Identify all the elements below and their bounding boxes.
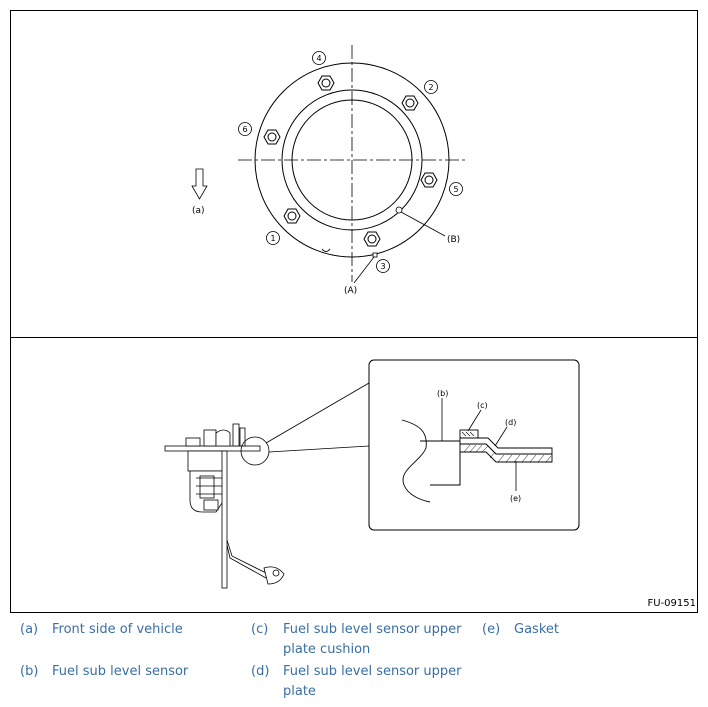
callout-detail-c: (c) <box>477 401 488 410</box>
legend-key: (e) <box>482 622 501 637</box>
svg-text:5: 5 <box>453 185 458 194</box>
legend-key: (a) <box>20 622 39 637</box>
bolt-number-1: 1 <box>266 231 280 245</box>
svg-text:2: 2 <box>428 83 433 92</box>
svg-text:6: 6 <box>242 125 247 134</box>
diagram-figure: 1 2 3 4 5 6 (B) (A) (a) <box>10 10 698 613</box>
legend: (a) Front side of vehicle (b) Fuel sub l… <box>0 618 708 707</box>
sensor-assembly <box>164 423 285 589</box>
mark-a-tab <box>372 252 378 258</box>
leader-b <box>400 211 446 237</box>
svg-text:3: 3 <box>380 262 385 271</box>
svg-text:1: 1 <box>270 234 275 243</box>
callout-detail-d: (d) <box>505 418 516 427</box>
mark-b-hole <box>395 206 403 214</box>
bolt-2 <box>401 95 419 111</box>
legend-text: Fuel sub level sensor upper plate <box>283 664 462 699</box>
detail-circle <box>240 436 270 466</box>
legend-text: Front side of vehicle <box>52 622 183 637</box>
leader-a <box>353 256 375 284</box>
legend-key: (d) <box>251 664 270 679</box>
legend-key: (b) <box>20 664 39 679</box>
detail-leader-top <box>265 382 370 444</box>
bolt-number-2: 2 <box>424 80 438 94</box>
callout-detail-b: (b) <box>437 389 448 398</box>
legend-text: Fuel sub level sensor <box>52 664 189 679</box>
front-arrow-icon <box>191 168 208 200</box>
bolt-number-5: 5 <box>449 182 463 196</box>
figure-frame <box>10 10 698 613</box>
callout-front: (a) <box>192 206 205 216</box>
bolt-5 <box>420 172 438 188</box>
svg-text:4: 4 <box>316 54 321 63</box>
centerlines <box>238 45 468 282</box>
callout-a: (A) <box>344 286 357 296</box>
bolt-1 <box>283 208 301 224</box>
legend-text: Fuel sub level sensor upper plate cushio… <box>283 622 462 657</box>
bolt-3 <box>363 231 381 247</box>
figure-code: FU-09151 <box>647 598 697 609</box>
callout-detail-e: (e) <box>510 494 521 503</box>
bolt-number-4: 4 <box>312 51 326 65</box>
bolt-number-6: 6 <box>238 122 252 136</box>
detail-leader-bottom <box>268 445 370 453</box>
bolt-number-3: 3 <box>376 259 390 273</box>
bolt-4 <box>317 75 335 91</box>
legend-key: (c) <box>251 622 269 637</box>
legend-item-d: (d) Fuel sub level sensor upper plate <box>251 662 471 702</box>
callout-b: (B) <box>447 235 460 245</box>
legend-text: Gasket <box>514 622 559 637</box>
detail-view <box>368 359 580 531</box>
bolt-6 <box>263 129 281 145</box>
legend-item-c: (c) Fuel sub level sensor upper plate cu… <box>251 620 471 660</box>
